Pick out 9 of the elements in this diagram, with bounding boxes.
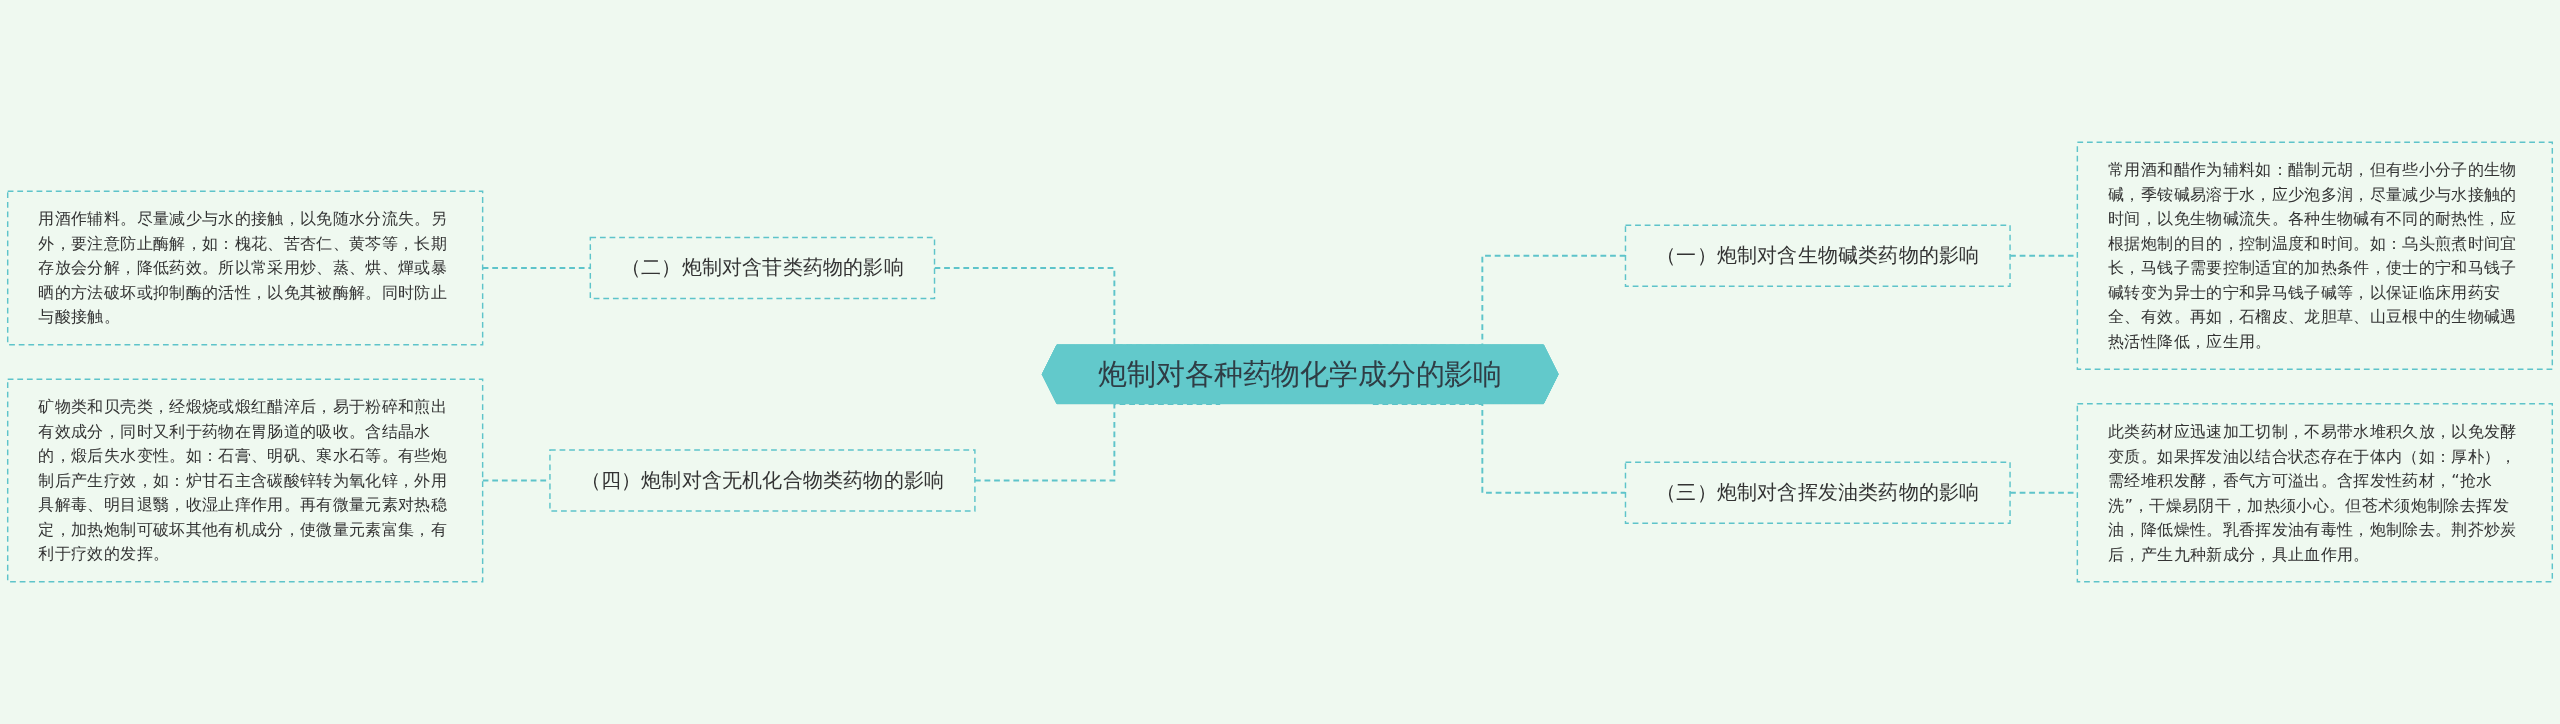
node-box: 常用酒和醋作为辅料如：醋制元胡，但有些小分子的生物碱，季铵碱易溶于水，应少泡多润，尽量减少与水接触的时间，以免生物碱流失。各种生物碱有不同的耐热性，应根据炮制的目的，控制温度和时间。如：乌头煎煮时间宜长，马钱子需要控制适宜的加热条件，使士的宁和马钱子碱转变为异士的宁和异马钱子碱等，以保证临床用药安全、有效。再如，石榴皮、龙胆草、山豆根中的生物碱遇热活性降低，应生用。 [2076,141,2554,370]
node-box: 此类药材应迅速加工切制，不易带水堆积久放，以免发酵变质。如果挥发油以结合状态存在于体内（如：厚朴），需经堆积发酵，香气方可溢出。含挥发性药材，“抢水洗”，干燥易阴干，加热须小心。但苍术须炮制除去挥发油，降低燥性。乳香挥发油有毒性，炮制除去。荆芥炒炭后，产生九种新成分，具止血作用。 [2076,403,2554,583]
node-box: 用酒作辅料。尽量减少与水的接触，以免随水分流失。另外，要注意防止酶解，如：槐花、苦杏仁、黄芩等，长期存放会分解，降低药效。所以常采用炒、蒸、烘、燀或暴晒的方法破坏或抑制酶的活性，以免其被酶解。同时防止与酸接触。 [6,190,484,346]
connector [481,267,592,269]
node-box: （二）炮制对含苷类药物的影响 [589,236,936,300]
node-box: （四）炮制对含无机化合物类药物的影响 [549,449,976,512]
node-box: （一）炮制对含生物碱类药物的影响 [1624,224,2011,287]
node-box: （三）炮制对含挥发油类药物的影响 [1624,461,2011,524]
node-box: 矿物类和贝壳类，经煅烧或煅红醋淬后，易于粉碎和煎出有效成分，同时又利于药物在胃肠道的吸收。含结晶水的，煅后失水变性。如：石膏、明矾、寒水石等。有些炮制后产生疗效，如：炉甘石主含碳酸锌转为氧化锌，外用具解毒、明目退翳，收湿止痒作用。再有微量元素对热稳定，加热炮制可破坏其他有机成分，使微量元素富集，有利于疗效的发挥。 [6,378,484,583]
